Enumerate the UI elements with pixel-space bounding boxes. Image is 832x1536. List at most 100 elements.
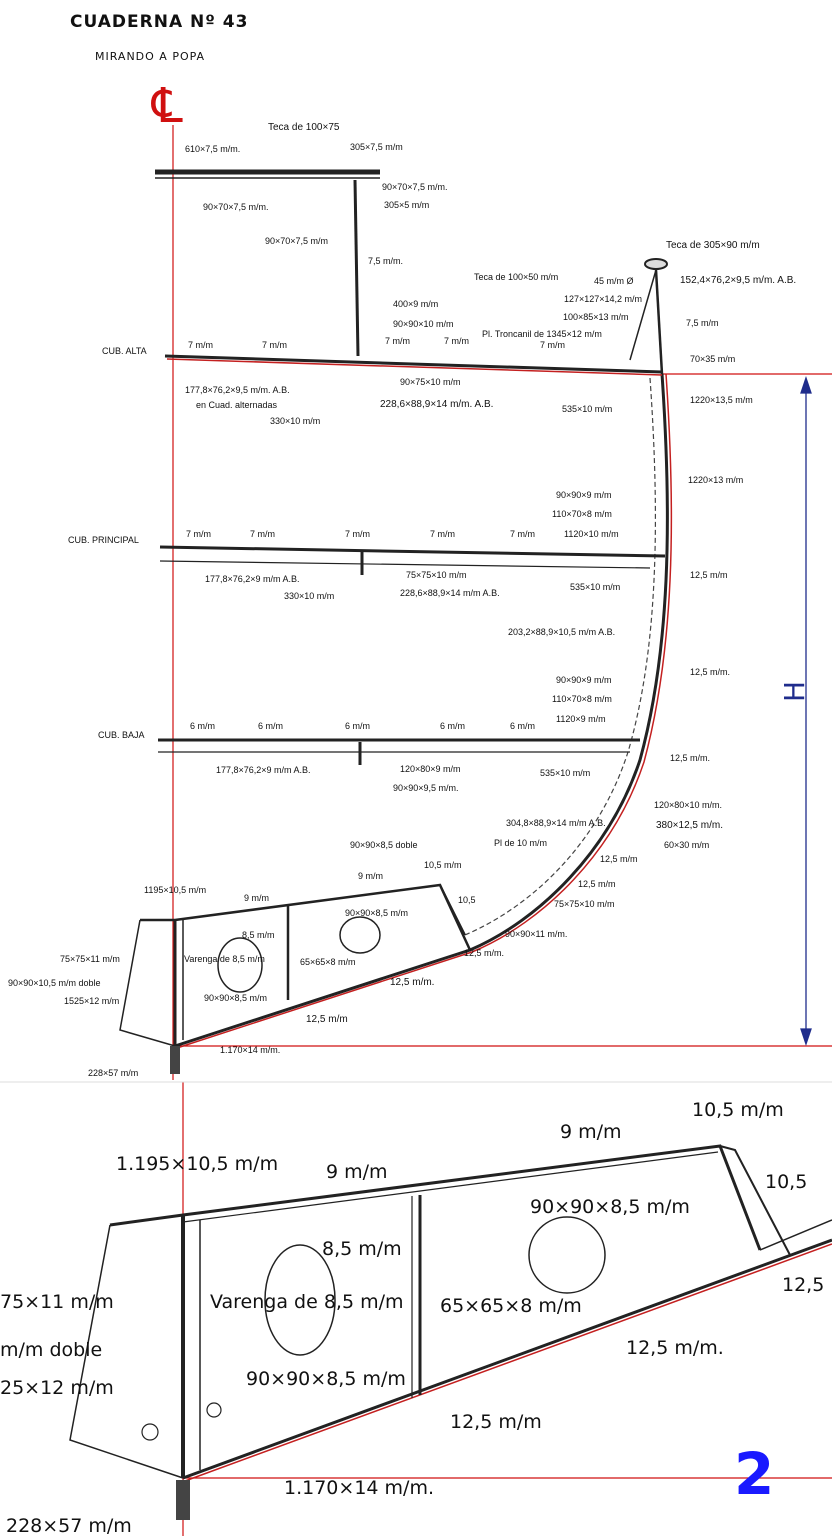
- label: 9 m/m: [560, 1121, 622, 1143]
- label: 152,4×76,2×9,5 m/m. A.B.: [680, 275, 796, 286]
- label: 10,5 m/m: [424, 860, 462, 870]
- label: Teca de 100×75: [268, 122, 340, 133]
- label: 7 m/m: [540, 340, 565, 350]
- label: Pl. Troncanil de 1345×12 m/m: [482, 329, 602, 339]
- middle-labels: 7 m/m 7 m/m 7 m/m 7 m/m 7 m/m 90×90×9 m/…: [186, 490, 730, 677]
- label: 8,5 m/m: [242, 930, 275, 940]
- label: 7 m/m: [262, 340, 287, 350]
- upper-labels: Teca de 100×75 610×7,5 m/m. 305×7,5 m/m …: [185, 122, 796, 485]
- label: 6 m/m: [510, 721, 535, 731]
- deck-label-cub-alta: CUB. ALTA: [102, 346, 147, 356]
- label: 90×90×8,5 m/m: [345, 908, 408, 918]
- label: 6 m/m: [440, 721, 465, 731]
- label: 228,6×88,9×14 m/m. A.B.: [380, 399, 493, 410]
- label: 7,5 m/m: [686, 318, 719, 328]
- label: 228,6×88,9×14 m/m A.B.: [400, 588, 500, 598]
- label: 7 m/m: [345, 529, 370, 539]
- label: 120×80×9 m/m: [400, 764, 461, 774]
- label: 12,5 m/m.: [670, 753, 710, 763]
- label: 12,5 m/m.: [690, 667, 730, 677]
- label: Teca de 305×90 m/m: [666, 240, 760, 251]
- label: 1525×12 m/m: [64, 996, 119, 1006]
- label: 1220×13 m/m: [688, 475, 743, 485]
- label: 90×90×8,5 m/m: [530, 1196, 690, 1218]
- label: 110×70×8 m/m: [552, 694, 612, 704]
- label: 7 m/m: [188, 340, 213, 350]
- label: 1220×13,5 m/m: [690, 395, 753, 405]
- label: 1120×9 m/m: [556, 714, 606, 724]
- drawing-subtitle: MIRANDO A POPA: [95, 50, 205, 63]
- centerline-symbol: ℄: [151, 78, 183, 134]
- label: 90×90×9 m/m: [556, 675, 612, 685]
- label: 228×57 m/m: [88, 1068, 138, 1078]
- label: 7 m/m: [444, 336, 469, 346]
- drawing-title: CUADERNA Nº 43: [70, 12, 248, 32]
- label: 1195×10,5 m/m: [144, 885, 206, 895]
- label: 304,8×88,9×14 m/m A.B.: [506, 818, 606, 828]
- label: 65×65×8 m/m: [440, 1295, 582, 1317]
- deck-label-cub-baja: CUB. BAJA: [98, 730, 145, 740]
- label: 10,5: [458, 895, 476, 905]
- label: 7,5 m/m.: [368, 256, 403, 266]
- label: 75×75×11 m/m: [60, 954, 120, 964]
- label: 10,5 m/m: [692, 1099, 784, 1121]
- label: 90×90×8,5 m/m: [246, 1368, 406, 1390]
- label: Varenga de 8,5 m/m: [210, 1291, 404, 1313]
- label: 305×7,5 m/m: [350, 142, 403, 152]
- label: 9 m/m: [244, 893, 269, 903]
- label: Teca de 100×50 m/m: [474, 272, 558, 282]
- label: 7 m/m: [186, 529, 211, 539]
- label: 1.195×10,5 m/m: [116, 1153, 278, 1175]
- label: 90×90×9,5 m/m.: [393, 783, 459, 793]
- label: 535×10 m/m: [570, 582, 620, 592]
- label: 9 m/m: [326, 1161, 388, 1183]
- label: 10,5: [765, 1171, 807, 1193]
- label: 100×85×13 m/m: [563, 312, 629, 322]
- label: m/m doble: [0, 1339, 102, 1361]
- hull-structure: [119, 169, 673, 1074]
- label: 9 m/m: [358, 871, 383, 881]
- label: 110×70×8 m/m: [552, 509, 612, 519]
- label: Pl de 10 m/m: [494, 838, 547, 848]
- label: 6 m/m: [258, 721, 283, 731]
- label: 12,5 m/m: [600, 854, 638, 864]
- label: 25×12 m/m: [0, 1377, 114, 1399]
- label: 90×75×10 m/m: [400, 377, 461, 387]
- label: 535×10 m/m: [540, 768, 590, 778]
- label: 203,2×88,9×10,5 m/m A.B.: [508, 627, 615, 637]
- label: 177,8×76,2×9 m/m A.B.: [205, 574, 300, 584]
- label: 228×57 m/m: [6, 1515, 132, 1536]
- label: 12,5 m/m.: [626, 1337, 724, 1359]
- label: 12,5 m/m: [306, 1014, 348, 1025]
- label: 12,5 m/m: [450, 1411, 542, 1433]
- height-dimension: [800, 375, 812, 1047]
- label: 8,5 m/m: [322, 1238, 402, 1260]
- label: 7 m/m: [510, 529, 535, 539]
- label: 7 m/m: [385, 336, 410, 346]
- label: 12,5 m/m: [578, 879, 616, 889]
- label: 177,8×76,2×9 m/m A.B.: [216, 765, 311, 775]
- label: 7 m/m: [250, 529, 275, 539]
- label: 60×30 m/m: [664, 840, 709, 850]
- label: 1.170×14 m/m.: [284, 1477, 434, 1499]
- label: 90×90×9 m/m: [556, 490, 612, 500]
- panel-number: 2: [734, 1440, 774, 1508]
- label: 90×70×7,5 m/m: [265, 236, 328, 246]
- label: 70×35 m/m: [690, 354, 735, 364]
- label: 1.170×14 m/m.: [220, 1045, 280, 1055]
- label: 90×90×8,5 doble: [350, 840, 418, 850]
- label: 535×10 m/m: [562, 404, 612, 414]
- label: 12,5 m/m.: [464, 948, 504, 958]
- label: 90×90×11 m/m.: [505, 929, 567, 939]
- label: 1120×10 m/m: [564, 529, 619, 539]
- label: 330×10 m/m: [284, 591, 334, 601]
- label: en Cuad. alternadas: [196, 400, 278, 410]
- height-label: H: [778, 681, 811, 702]
- deck-label-cub-principal: CUB. PRINCIPAL: [68, 535, 139, 545]
- label: 380×12,5 m/m.: [656, 820, 723, 831]
- label: 305×5 m/m: [384, 200, 429, 210]
- zoom-labels: 10,5 m/m 9 m/m 1.195×10,5 m/m 9 m/m 10,5…: [0, 1099, 824, 1536]
- label: 75×11 m/m: [0, 1291, 114, 1313]
- label: 90×90×10,5 m/m doble: [8, 978, 101, 988]
